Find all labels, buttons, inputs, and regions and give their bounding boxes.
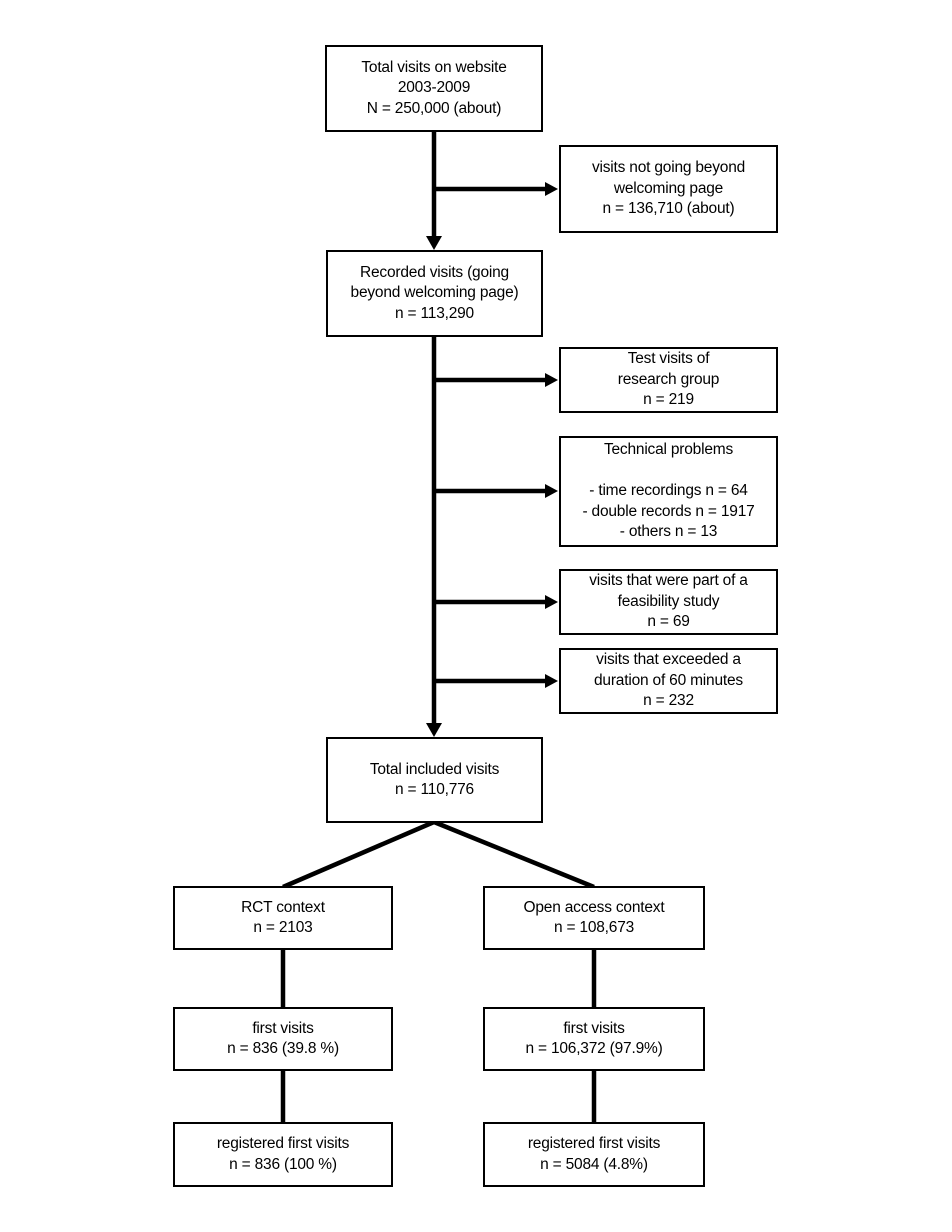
box-text-line: Recorded visits (going <box>360 263 509 281</box>
box-text-line: research group <box>617 370 720 388</box>
arrowhead-right-exceeded <box>545 674 558 688</box>
box-text-line: n = 69 <box>647 613 690 631</box>
connector-diagonal-rct <box>282 819 435 890</box>
box-open-access-context: Open access context n = 108,673 <box>483 886 705 950</box>
connector-diagonal-open-access <box>433 819 595 890</box>
box-total-visits: Total visits on website 2003-2009 N = 25… <box>325 45 543 132</box>
box-open-first-visits: first visits n = 106,372 (97.9%) <box>483 1007 705 1071</box>
box-text-line: n = 836 (100 %) <box>229 1155 337 1173</box>
box-text-line: Technical problems <box>603 441 734 459</box>
box-text-line: n = 106,372 (97.9%) <box>525 1040 663 1057</box>
arrowhead-right-feasibility <box>545 595 558 609</box>
box-text-line: n = 136,710 (about) <box>602 200 735 218</box>
box-text-line: n = 5084 (4.8%) <box>540 1155 648 1173</box>
box-text-line: visits that were part of a <box>589 572 748 590</box>
box-text-line: - others n = 13 <box>619 523 718 541</box>
box-text-line: first visits <box>563 1019 625 1037</box>
arrowhead-right-test-visits <box>545 373 558 387</box>
box-text-line: - time recordings n = 64 <box>589 482 748 500</box>
box-text-line: registered first visits <box>216 1135 350 1153</box>
box-text-line: n = 110,776 <box>395 781 474 798</box>
box-text-line: - double records n = 1917 <box>582 502 755 520</box>
box-rct-registered-first-visits: registered first visits n = 836 (100 %) <box>173 1122 393 1187</box>
box-feasibility-study: visits that were part of a feasibility s… <box>559 569 778 635</box>
box-text-line: 2003-2009 <box>397 79 471 97</box>
box-text-line: Test visits of <box>627 350 710 368</box>
box-text-line: duration of 60 minutes <box>594 671 743 689</box>
arrowhead-right-not-beyond <box>545 182 558 196</box>
box-text-line: Open access context <box>523 898 665 916</box>
box-text-line: welcoming page <box>613 179 724 197</box>
box-recorded-visits: Recorded visits (going beyond welcoming … <box>326 250 543 337</box>
box-text-line: n = 836 (39.8 %) <box>227 1040 339 1057</box>
box-text-line: feasibility study <box>617 592 720 610</box>
box-total-included-visits: Total included visits n = 110,776 <box>326 737 543 823</box>
box-text-line: visits not going beyond <box>591 159 746 177</box>
arrowhead-down-recorded <box>426 236 442 250</box>
box-technical-problems: Technical problems - time recordings n =… <box>559 436 778 547</box>
box-text-line: n = 219 <box>643 391 694 409</box>
box-text-line: beyond welcoming page) <box>350 284 519 302</box>
arrowhead-down-included <box>426 723 442 737</box>
box-text-line: n = 113,290 <box>395 304 474 322</box>
box-text-line: visits that exceeded a <box>596 651 741 669</box>
box-rct-first-visits: first visits n = 836 (39.8 %) <box>173 1007 393 1071</box>
box-test-visits: Test visits of research group n = 219 <box>559 347 778 413</box>
box-open-registered-first-visits: registered first visits n = 5084 (4.8%) <box>483 1122 705 1187</box>
box-text-line: registered first visits <box>527 1135 661 1153</box>
box-text-line: Total visits on website <box>361 58 507 76</box>
box-text-line: RCT context <box>241 898 325 916</box>
arrowhead-right-technical <box>545 484 558 498</box>
box-text-line: Total included visits <box>369 760 500 778</box>
box-not-beyond-welcome: visits not going beyond welcoming page n… <box>559 145 778 233</box>
box-rct-context: RCT context n = 2103 <box>173 886 393 950</box>
box-text-line: first visits <box>252 1019 314 1037</box>
box-text-line: n = 232 <box>643 692 694 710</box>
box-exceeded-duration: visits that exceeded a duration of 60 mi… <box>559 648 778 714</box>
box-text-line: n = 108,673 <box>553 919 635 936</box>
box-text-line: N = 250,000 (about) <box>366 99 502 117</box>
box-text-line: n = 2103 <box>253 919 313 936</box>
